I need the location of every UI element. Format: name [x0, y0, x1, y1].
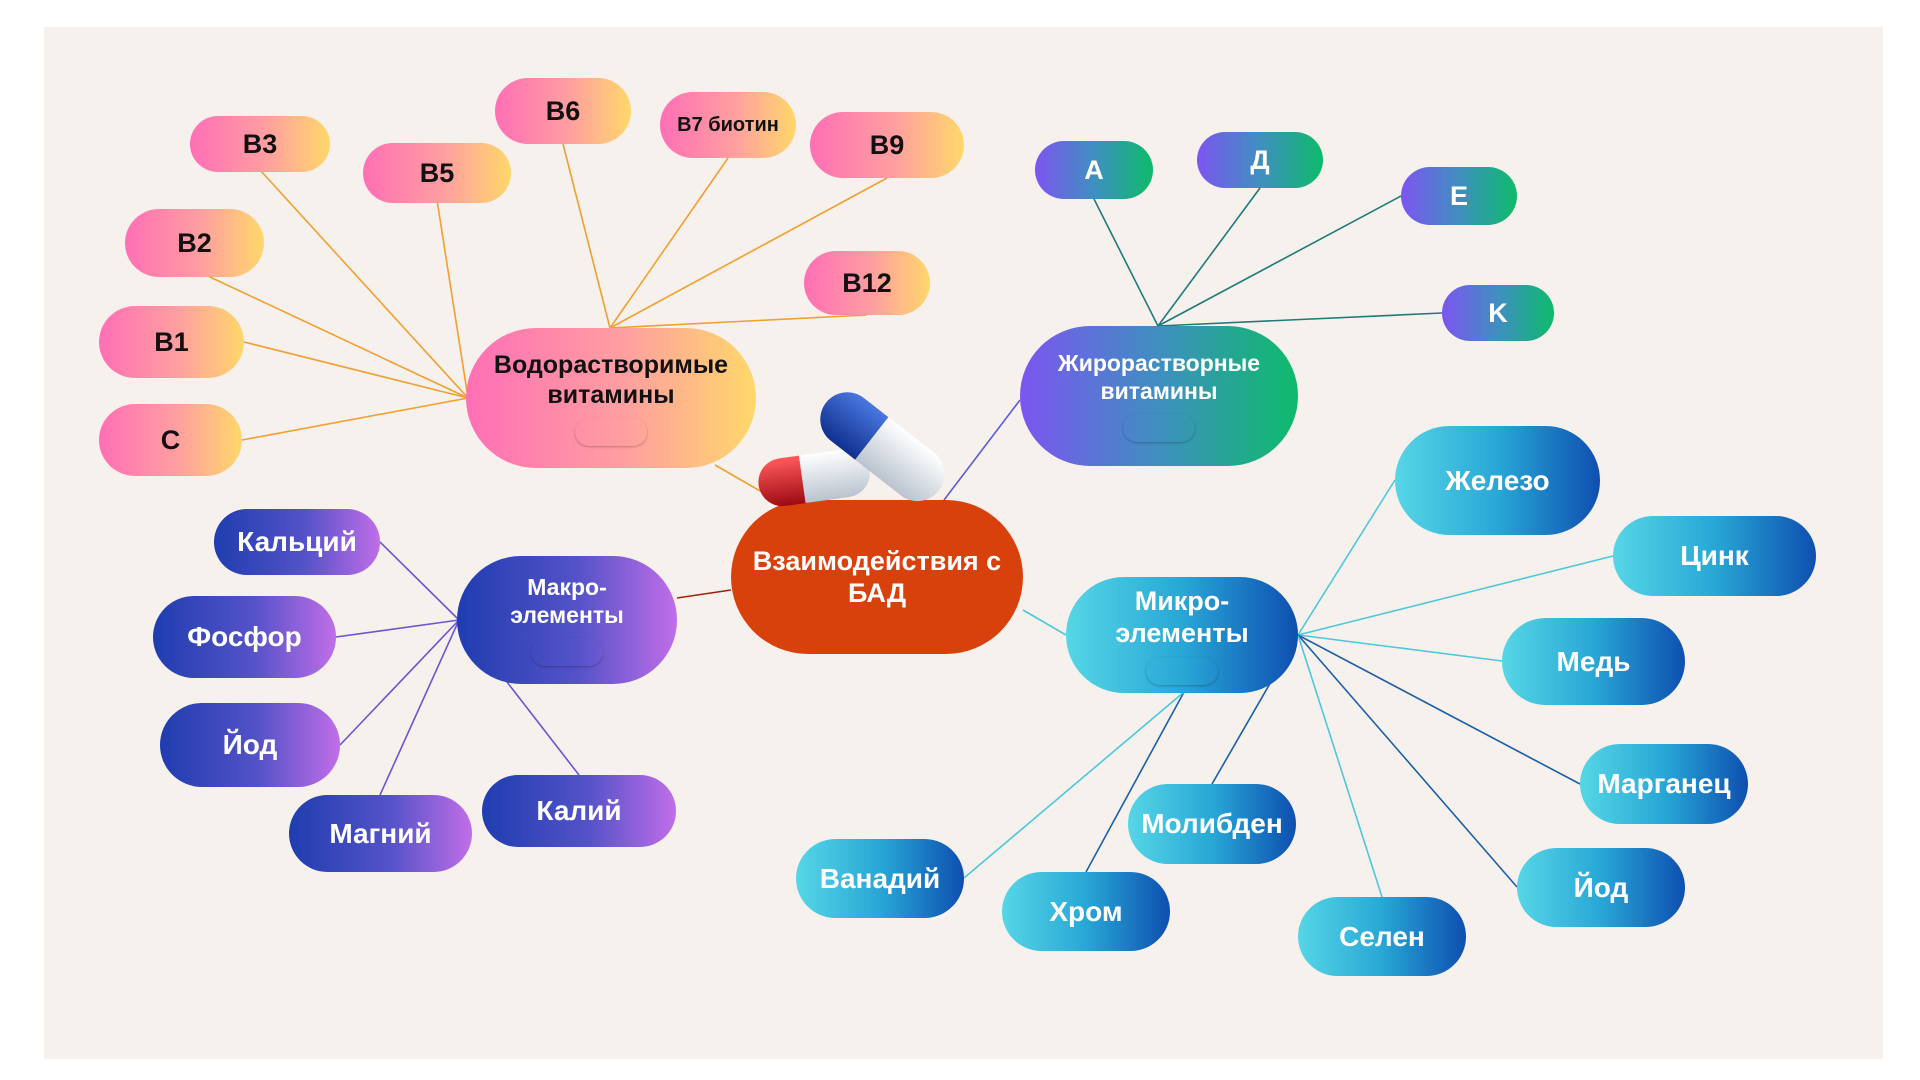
center-node: Взаимодействия с БАД	[731, 500, 1023, 654]
leaf-macro-iodine: Йод	[160, 703, 340, 787]
link-selenium	[1297, 634, 1383, 898]
leaf-micro-manganese: Марганец	[1580, 744, 1748, 824]
hub-macro-label: Макро- элементы	[510, 574, 624, 628]
link-center-micro	[1022, 609, 1067, 636]
leaf-vitamin-b12: B12	[804, 251, 930, 315]
leaf-vitamin-e: E	[1401, 167, 1517, 225]
leaf-micro-iodine: Йод	[1517, 848, 1685, 927]
hub-water-soluble-vitamins: Водорастворимые витамины	[466, 328, 756, 468]
pill-icon	[1123, 414, 1195, 442]
link-b7	[609, 157, 729, 329]
link-center-water	[714, 464, 777, 501]
leaf-vitamin-d: Д	[1197, 132, 1323, 188]
link-center-fat	[943, 399, 1021, 501]
link-b12	[609, 314, 868, 329]
link-b3	[259, 169, 469, 399]
link-iodine-macro	[339, 619, 460, 746]
leaf-micro-iron: Железо	[1395, 426, 1600, 535]
link-b9	[609, 177, 888, 329]
link-zinc	[1297, 555, 1614, 636]
hub-micro-elements: Микро- элементы	[1066, 577, 1298, 693]
link-b1	[243, 341, 469, 399]
hub-water-label: Водорастворимые витамины	[493, 351, 729, 409]
leaf-vitamin-b6: B6	[495, 78, 631, 144]
leaf-vitamin-b2: B2	[125, 209, 264, 277]
leaf-vitamin-a: A	[1035, 141, 1153, 199]
leaf-vitamin-b3: B3	[190, 116, 330, 172]
pill-icon	[531, 638, 603, 666]
link-d	[1157, 187, 1261, 327]
hub-micro-label: Микро- элементы	[1115, 585, 1249, 648]
leaf-macro-magnesium: Магний	[289, 795, 472, 872]
link-b2	[194, 269, 469, 399]
leaf-micro-selenium: Селен	[1298, 897, 1466, 976]
leaf-vitamin-b9: B9	[810, 112, 964, 178]
hub-fat-label: Жирорастворные витамины	[1057, 350, 1261, 404]
hub-macro-elements: Макро- элементы	[457, 556, 677, 684]
link-magnesium	[379, 619, 460, 796]
center-node-label: Взаимодействия с БАД	[752, 545, 1002, 608]
link-chromium	[1085, 691, 1185, 873]
leaf-micro-zinc: Цинк	[1613, 516, 1816, 596]
leaf-micro-vanadium: Ванадий	[796, 839, 964, 918]
pill-icon	[575, 418, 647, 446]
pill-icon	[1146, 657, 1218, 685]
leaf-vitamin-b1: B1	[99, 306, 244, 378]
link-iodine-micro	[1297, 634, 1518, 888]
leaf-vitamin-c: C	[99, 404, 242, 476]
leaf-macro-potassium: Калий	[482, 775, 676, 847]
link-b2-b5	[436, 199, 469, 399]
leaf-vitamin-b5: B5	[363, 143, 511, 203]
link-b6	[562, 143, 611, 329]
link-phosphorus	[335, 619, 460, 638]
link-center-macro	[676, 589, 732, 599]
link-k	[1157, 312, 1443, 327]
link-a	[1093, 198, 1159, 327]
leaf-micro-chromium: Хром	[1002, 872, 1170, 951]
link-copper	[1297, 634, 1503, 662]
leaf-micro-molybdenum: Молибден	[1128, 784, 1296, 864]
leaf-vitamin-k: K	[1442, 285, 1554, 341]
link-c	[241, 397, 469, 441]
link-vanadium	[963, 691, 1185, 879]
leaf-macro-phosphorus: Фосфор	[153, 596, 336, 678]
link-manganese	[1297, 634, 1581, 785]
leaf-vitamin-b7: B7 биотин	[660, 92, 796, 158]
hub-fat-soluble-vitamins: Жирорастворные витамины	[1020, 326, 1298, 466]
leaf-macro-calcium: Кальций	[214, 509, 380, 575]
link-iron	[1297, 479, 1396, 636]
link-e	[1157, 195, 1402, 327]
link-calcium	[379, 541, 460, 621]
leaf-micro-copper: Медь	[1502, 618, 1685, 705]
